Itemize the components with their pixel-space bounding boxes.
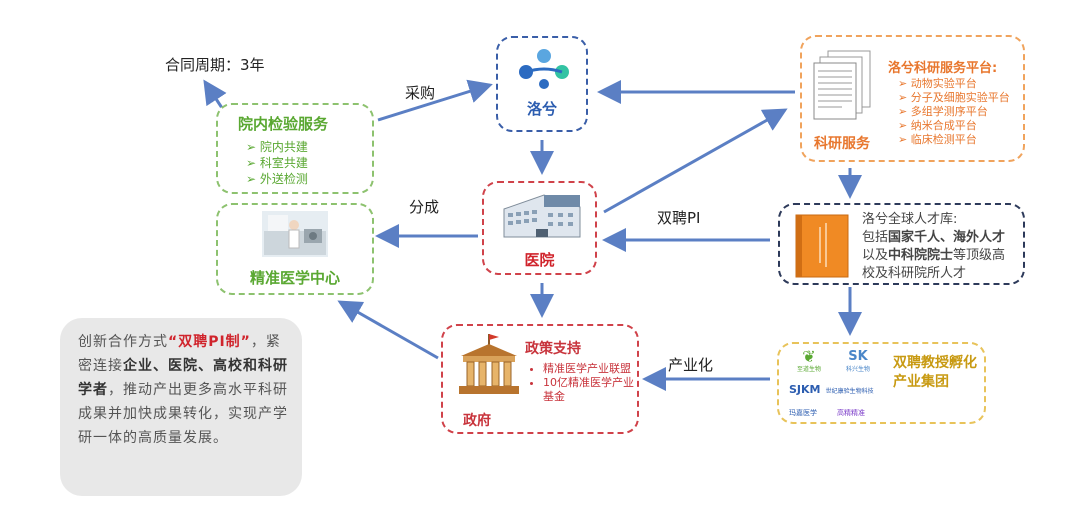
logo-zhidao: ❦ 至道生物 — [796, 347, 821, 374]
list-item: 外送检测 — [246, 171, 308, 187]
innovation-note: 创新合作方式“双聘PI制”，紧密连接企业、医院、高校和科研学者，推动产出更多高水… — [60, 318, 302, 496]
arrow-service-to-luoxi — [377, 79, 493, 122]
talent-line-1: 洛兮全球人才库: — [862, 212, 958, 227]
research-papers-icon — [813, 50, 871, 120]
research-platform-title: 洛兮科研服务平台: — [888, 61, 998, 76]
talent-text: 包括 — [862, 230, 889, 245]
talent-pool-text: 洛兮全球人才库: 包括国家千人、海外人才 以及中科院院士等顶级高 校及科研院所人… — [862, 211, 1005, 283]
logo-majia: 玛嘉医学 — [789, 409, 817, 417]
list-item: 科室共建 — [246, 155, 308, 171]
incubator-title: 双聘教授孵化产业集团 — [893, 355, 977, 390]
luoxi-box: 洛兮 — [496, 36, 588, 132]
lab-photo-image — [262, 211, 328, 257]
list-item: 动物实验平台 — [898, 77, 1010, 91]
logo-kexing: SK 科兴生物 — [845, 349, 870, 374]
contract-period-label: 合同周期：3年 — [165, 56, 265, 74]
incubator-box: ❦ 至道生物 SK 科兴生物 SJKM 世纪康验生物科技 玛嘉医学 高精精准 双… — [777, 342, 986, 424]
list-item: 临床检测平台 — [898, 133, 1010, 147]
edge-label-purchase: 采购 — [405, 84, 436, 102]
talent-line-2: 包括国家千人、海外人才 — [862, 229, 1005, 247]
hospital-service-list: 院内共建 科室共建 外送检测 — [246, 139, 308, 187]
logo-sjkm: SJKM 世纪康验生物科技 — [789, 383, 874, 396]
note-highlight-dual-pi: “双聘PI制” — [168, 334, 251, 350]
talent-highlight: 国家千人、海外人才 — [888, 230, 1006, 245]
incubator-logos: ❦ 至道生物 SK 科兴生物 SJKM 世纪康验生物科技 玛嘉医学 高精精准 — [789, 348, 889, 420]
government-building-icon — [459, 334, 519, 394]
edge-label-dual-pi: 双聘PI — [657, 209, 701, 227]
list-item: 分子及细胞实验平台 — [898, 91, 1010, 105]
government-caption: 政府 — [463, 413, 491, 429]
talent-line-4: 校及科研院所人才 — [862, 266, 967, 281]
luoxi-label: 洛兮 — [526, 100, 557, 118]
research-platform-list: 动物实验平台 分子及细胞实验平台 多组学测序平台 纳米合成平台 临床检测平台 — [898, 77, 1010, 147]
research-platform-box: 科研服务 洛兮科研服务平台: 动物实验平台 分子及细胞实验平台 多组学测序平台 … — [800, 35, 1025, 162]
hospital-service-box: 院内检验服务 院内共建 科室共建 外送检测 — [216, 103, 374, 194]
precision-center-title: 精准医学中心 — [249, 269, 340, 287]
hospital-box: 医院 — [482, 181, 597, 275]
list-item: 多组学测序平台 — [898, 105, 1010, 119]
hospital-building-icon — [503, 194, 581, 238]
talent-pool-box: 洛兮全球人才库: 包括国家千人、海外人才 以及中科院院士等顶级高 校及科研院所人… — [778, 203, 1025, 285]
talent-highlight: 中科院院士 — [888, 248, 954, 263]
luoxi-logo-icon — [519, 49, 569, 89]
hospital-label: 医院 — [524, 251, 555, 269]
arrow-hospital-to-research — [603, 108, 788, 214]
talent-text: 以及 — [862, 248, 889, 263]
note-text: ，紧密连接 — [78, 334, 281, 374]
list-item: 精准医学产业联盟 — [543, 362, 639, 376]
list-item: 10亿精准医学产业基金 — [543, 376, 639, 404]
note-highlight-partners: 企业、医院、高校和科研学者 — [78, 358, 288, 398]
precision-center-box: 精准医学中心 — [216, 203, 374, 295]
list-item: 纳米合成平台 — [898, 119, 1010, 133]
arrow-service-to-contract — [203, 79, 227, 109]
note-text: ，推动产出更多高水平科研成果并加快成果转化，实现产学研一体的高质量发展。 — [78, 382, 288, 446]
arrow-government-to-center — [337, 300, 439, 360]
logo-gaojing: 高精精准 — [837, 409, 865, 417]
edge-label-share: 分成 — [409, 198, 440, 216]
note-text: 创新合作方式 — [78, 334, 168, 350]
hospital-service-title: 院内检验服务 — [238, 115, 329, 133]
government-box: 政府 政策支持 精准医学产业联盟 10亿精准医学产业基金 — [441, 324, 639, 434]
research-service-caption: 科研服务 — [814, 136, 870, 152]
edge-label-industrialization: 产业化 — [668, 356, 714, 374]
government-list: 精准医学产业联盟 10亿精准医学产业基金 — [531, 362, 639, 404]
talent-line-3: 以及中科院院士等顶级高 — [862, 247, 1005, 265]
list-item: 院内共建 — [246, 139, 308, 155]
talent-book-icon — [795, 214, 849, 278]
talent-text: 等顶级高 — [953, 248, 1006, 263]
government-title: 政策支持 — [525, 341, 581, 357]
